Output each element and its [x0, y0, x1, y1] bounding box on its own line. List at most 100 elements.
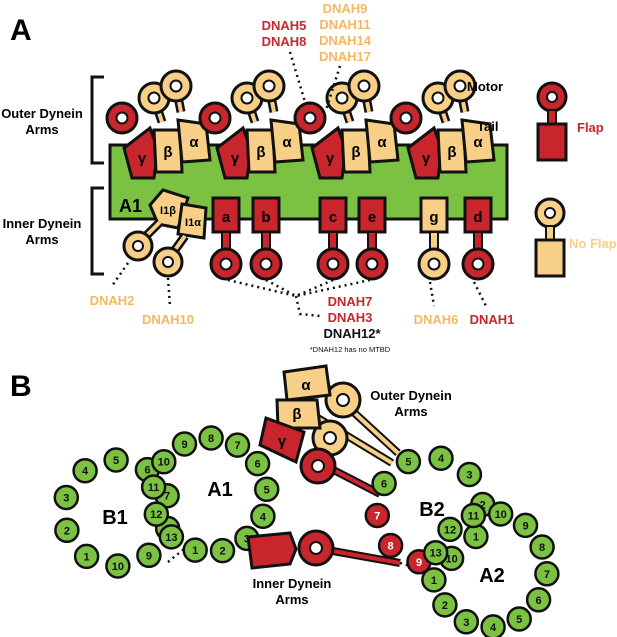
ring-b2-protofilament-label: 6	[381, 479, 387, 491]
ring-b2-protofilament	[395, 448, 422, 475]
ida-g-label: g	[429, 209, 438, 226]
ring-a1-protofilament	[182, 537, 208, 563]
oda-2-alpha-tail	[269, 118, 305, 164]
gene-dnah14: DNAH14	[319, 33, 372, 48]
oda-2-beta-tail	[245, 128, 277, 174]
ring-a2-protofilament-label: 11	[468, 511, 480, 523]
ring-a1-protofilament-label: 5	[264, 484, 270, 496]
ida-d: d	[461, 196, 495, 281]
oda-2-beta-motor-center	[240, 91, 254, 105]
ring-b2-protofilament-label: 10	[445, 553, 457, 565]
oda-3-beta-tail	[340, 128, 372, 174]
legend-noflap-stalk	[545, 225, 555, 241]
ring-a1-protofilament	[158, 524, 185, 550]
oda-1-alpha-motor-center	[169, 79, 183, 93]
b-alpha-label: α	[301, 377, 311, 394]
ring-a1-protofilament-label: 1	[192, 545, 198, 557]
ring-a1-protofilament	[253, 476, 280, 503]
gene-dnah9: DNAH9	[323, 1, 368, 16]
ida-b: b	[249, 196, 283, 281]
oda-2-alpha-label: α	[282, 134, 292, 151]
ring-a2-protofilament	[506, 606, 532, 632]
inner-arms-label-line2: Arms	[25, 232, 58, 247]
ring-b2-protofilament	[377, 532, 404, 559]
gene-dnah1: DNAH1	[470, 312, 515, 327]
oda-4-gamma-motor-center	[399, 111, 413, 125]
ring-a1-protofilament-label: 4	[260, 511, 267, 523]
outer-arms-bracket	[90, 75, 104, 165]
ring-a1-protofilament-label: 6	[255, 459, 261, 471]
i1a-label: I1α	[185, 217, 201, 229]
ida-e: e	[355, 196, 389, 281]
ring-a1-protofilament	[250, 503, 276, 530]
ida-e-motor-center	[365, 257, 379, 271]
b1-label: B1	[102, 507, 128, 529]
ida-b-motor-center	[259, 257, 273, 271]
ring-a2-protofilament-label: 4	[490, 622, 497, 634]
b-inner-arms-line2: Arms	[275, 592, 308, 607]
ring-a1-protofilament	[198, 425, 224, 451]
ring-b1-protofilament	[103, 447, 129, 473]
b-oda: α β γ	[258, 364, 362, 485]
gene-dnah8: DNAH8	[262, 34, 307, 49]
ida-c: c	[316, 196, 350, 281]
oda-4-gamma-label: γ	[422, 150, 431, 167]
motor-label: Motor	[467, 79, 503, 94]
ring-a2-protofilament	[529, 534, 555, 560]
ring-a2-protofilament-label: 12	[444, 524, 456, 536]
ring-a1-protofilament	[151, 448, 177, 475]
ida-a: a	[209, 196, 243, 281]
ida-c-motor-center	[326, 257, 340, 271]
gene-dnah3: DNAH3	[328, 310, 373, 325]
ida-e-stalk	[367, 231, 377, 251]
ida-a-tail	[211, 196, 241, 234]
oda-3-alpha-label: α	[377, 134, 387, 151]
gene-dnah11: DNAH11	[319, 17, 370, 32]
ida-d-stalk	[473, 231, 483, 251]
ring-a2-protofilament-label: 10	[495, 509, 507, 521]
ring-b1-protofilament-label: 5	[113, 455, 119, 467]
ring-a1-protofilament	[140, 474, 167, 500]
legend-noflap-tail	[534, 238, 566, 278]
oda-4-beta-motor-center	[431, 91, 445, 105]
oda-4-alpha-motor-center	[453, 79, 467, 93]
panel-b-letter: B	[10, 370, 32, 403]
tail-label: Tail	[477, 119, 498, 134]
i1-complex: I1β I1α	[122, 188, 208, 278]
b-ida	[246, 529, 335, 570]
ring-b1-protofilament	[54, 517, 80, 544]
b2-label: B2	[419, 499, 445, 521]
ring-a1-protofilament	[143, 501, 170, 527]
ida-g-stalk	[429, 231, 439, 251]
ring-b2-protofilament-label: 7	[374, 511, 380, 523]
legend-flap-label: Flap	[577, 120, 604, 135]
ring-b1-protofilament-label: 10	[112, 561, 124, 573]
ring-b2-protofilament-label: 9	[416, 557, 422, 569]
ring-a1-protofilament-label: 13	[165, 532, 177, 544]
ring-a2-protofilament	[453, 609, 480, 635]
ring-b2-protofilament-label: 4	[438, 453, 445, 465]
ida-g: g	[417, 196, 451, 281]
b-alpha-tail	[282, 364, 332, 402]
oda-2-beta-label: β	[256, 144, 265, 161]
oda-4-alpha-label: α	[473, 134, 483, 151]
ring-a2-protofilament-label: 5	[516, 614, 522, 626]
ring-a1-protofilament	[209, 537, 236, 564]
ring-a1-protofilament-label: 12	[150, 509, 162, 521]
b-beta-tail	[275, 398, 322, 430]
oda-2-gamma-label: γ	[231, 150, 240, 167]
ring-a1-protofilament	[244, 450, 271, 477]
ida-b-label: b	[261, 209, 270, 226]
ring-b2-protofilament	[364, 502, 391, 529]
gene-dnah12: DNAH12*	[323, 326, 381, 341]
gene-dnah17: DNAH17	[319, 49, 371, 64]
ida-c-stalk	[328, 231, 338, 251]
gene-dnah5: DNAH5	[262, 18, 307, 33]
i1a-unit: I1α	[152, 202, 208, 278]
i1b-unit: I1β	[122, 188, 190, 262]
oda-2-gamma-motor-center	[208, 111, 222, 125]
i1b-label: I1β	[160, 205, 176, 217]
